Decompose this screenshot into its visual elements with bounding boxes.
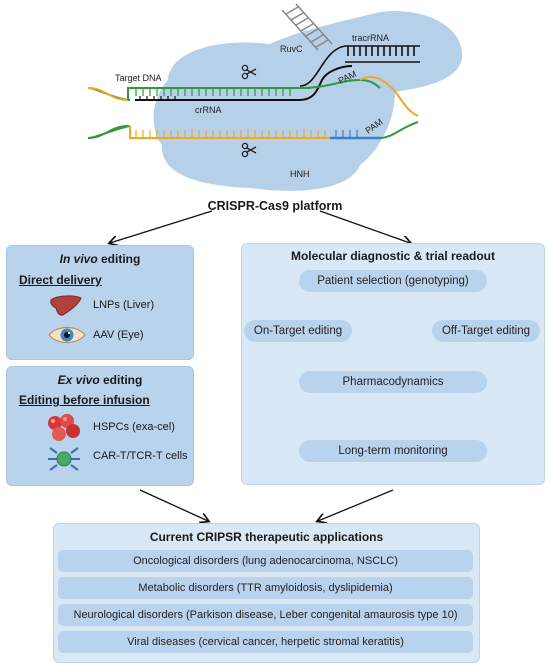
cas9-protein-blob — [153, 11, 463, 191]
liver-icon — [50, 295, 82, 316]
tracrrna-ladder — [281, 3, 333, 51]
application-row: Metabolic disorders (TTR amyloidosis, dy… — [58, 577, 473, 599]
application-row: Viral diseases (cervical cancer, herpeti… — [58, 631, 473, 653]
label-hnh: HNH — [290, 169, 310, 179]
diagnostic-title: Molecular diagnostic & trial readout — [290, 249, 496, 263]
in-vivo-panel: In vivo editing Direct delivery LNPs (Li… — [6, 245, 194, 360]
applications-title: Current CRIPSR therapeutic applications — [149, 530, 384, 544]
scissors-icon-top — [241, 64, 257, 80]
ex-vivo-subtitle: Editing before infusion — [19, 393, 150, 407]
in-vivo-item-aav: AAV (Eye) — [93, 329, 144, 341]
ex-vivo-item-car-t: CAR-T/TCR-T cells — [93, 450, 188, 462]
non-target-dna-orange — [129, 126, 330, 139]
label-ruvc: RuvC — [280, 44, 303, 54]
eye-icon — [48, 326, 86, 344]
label-crrna: crRNA — [195, 105, 222, 115]
ex-vivo-title: Ex vivo editing — [57, 373, 143, 387]
application-row: Neurological disorders (Parkison disease… — [58, 604, 473, 626]
node-off-target: Off-Target editing — [432, 320, 540, 342]
node-patient-selection: Patient selection (genotyping) — [299, 270, 487, 292]
hspc-cells-icon — [48, 414, 80, 441]
platform-title: CRISPR-Cas9 platform — [207, 199, 343, 213]
in-vivo-subtitle: Direct delivery — [19, 273, 102, 287]
car-t-cell-icon — [48, 447, 80, 471]
node-pharmacodynamics: Pharmacodynamics — [299, 371, 487, 393]
scissors-icon-bottom — [241, 142, 257, 158]
crrna-strand — [135, 65, 353, 101]
label-tracrrna: tracrRNA — [352, 33, 389, 43]
node-long-term-monitoring: Long-term monitoring — [299, 440, 487, 462]
in-vivo-item-lnps: LNPs (Liver) — [93, 299, 155, 311]
node-on-target: On-Target editing — [244, 320, 352, 342]
ex-vivo-panel: Ex vivo editing Editing before infusion … — [6, 366, 194, 486]
label-target-dna: Target DNA — [115, 73, 162, 83]
application-row: Oncological disorders (lung adenocarcino… — [58, 550, 473, 572]
in-vivo-title: In vivo editing — [59, 252, 141, 266]
ex-vivo-item-hspcs: HSPCs (exa-cel) — [93, 421, 175, 433]
tracrrna-strand — [299, 45, 420, 87]
